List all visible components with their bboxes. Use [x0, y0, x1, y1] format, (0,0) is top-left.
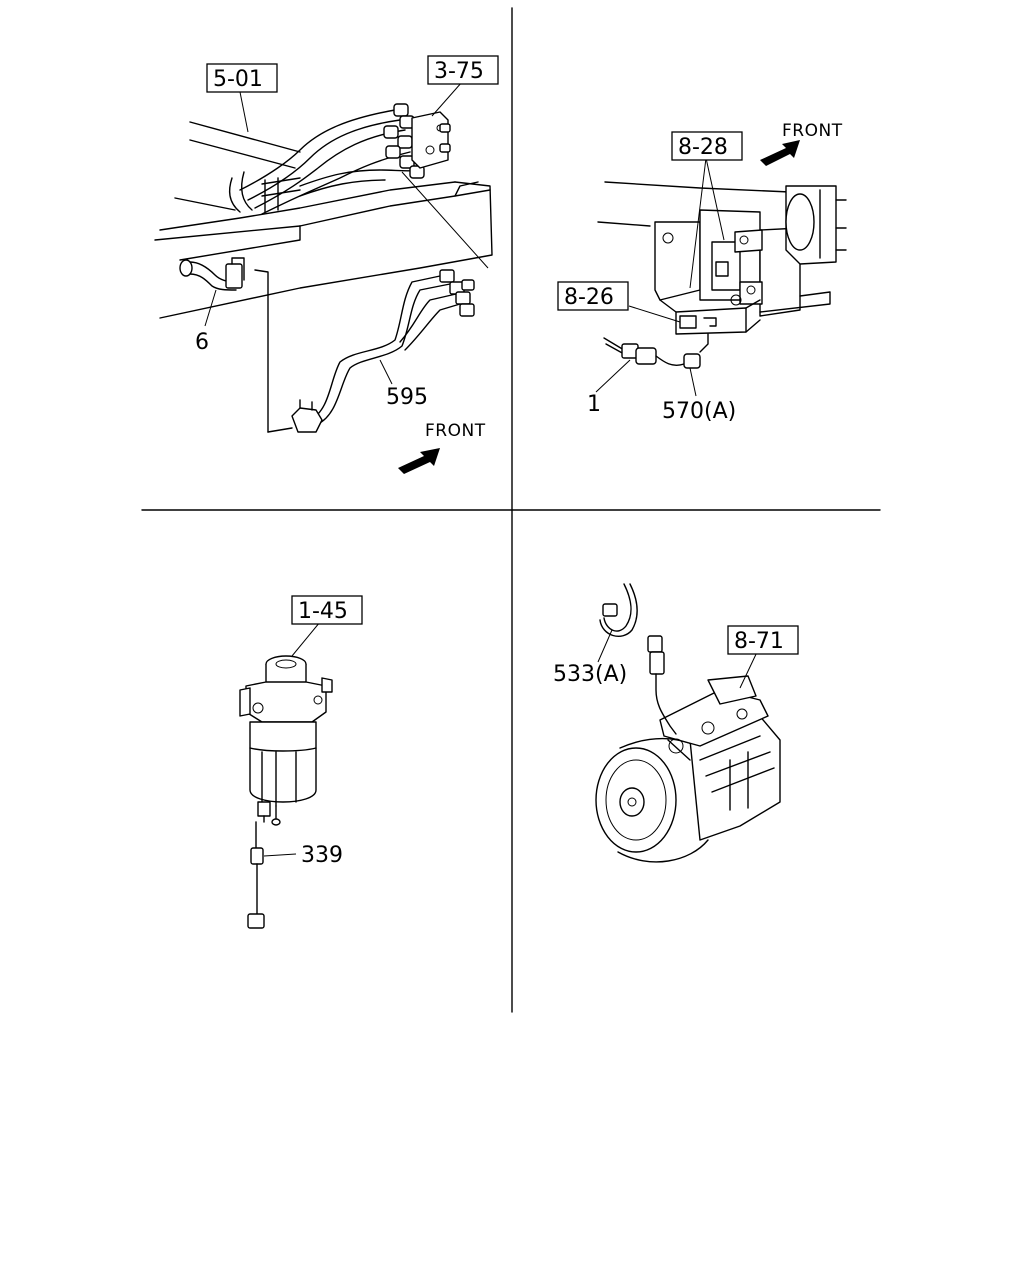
- ref-box-8-28[interactable]: 8-28: [671, 131, 743, 161]
- front-arrow-top-right: [760, 140, 800, 166]
- part-number-570a[interactable]: 570(A): [662, 399, 736, 424]
- fuel-filter-drawing: [239, 655, 333, 826]
- part-number-533a[interactable]: 533(A): [553, 662, 627, 687]
- ref-box-3-75[interactable]: 3-75: [427, 55, 499, 85]
- clip-6-drawing: [179, 257, 245, 291]
- panel-dividers: [141, 7, 881, 1013]
- ref-label-8-71: 8-71: [734, 629, 784, 654]
- clip-533a-drawing: [599, 583, 638, 638]
- panel-bottom-left: 1-45 339: [239, 595, 363, 929]
- mount-bracket-drawing: [597, 181, 847, 335]
- part-number-339[interactable]: 339: [301, 843, 343, 868]
- wiring-harness-595-drawing: [254, 269, 475, 433]
- part-number-6[interactable]: 6: [195, 330, 209, 355]
- panel-bottom-right: 8-71 533(A): [553, 583, 799, 863]
- ref-box-1-45[interactable]: 1-45: [291, 595, 363, 625]
- ref-label-1-45: 1-45: [298, 599, 348, 624]
- wiring-harness-570a-drawing: [603, 333, 709, 369]
- ref-label-3-75: 3-75: [434, 59, 484, 84]
- panel-top-left: 5-01 3-75 6 595 FRONT: [154, 55, 499, 474]
- front-label-top-left: FRONT: [425, 421, 486, 441]
- ref-box-8-71[interactable]: 8-71: [727, 625, 799, 655]
- part-number-1[interactable]: 1: [587, 392, 601, 417]
- ac-compressor-drawing: [595, 675, 781, 863]
- ref-label-8-26: 8-26: [564, 285, 614, 310]
- front-label-top-right: FRONT: [782, 121, 843, 141]
- ref-box-5-01[interactable]: 5-01: [206, 63, 278, 93]
- chassis-rail-drawing: [154, 121, 493, 319]
- panel-top-right: 8-28 8-26 1 570(A) FRONT: [557, 121, 847, 424]
- injection-pipes-drawing: [239, 103, 451, 215]
- ref-label-5-01: 5-01: [213, 67, 263, 92]
- front-arrow-top-left: [398, 448, 440, 474]
- compressor-connector-drawing: [647, 635, 677, 735]
- ref-box-8-26[interactable]: 8-26: [557, 281, 629, 311]
- ref-label-8-28: 8-28: [678, 135, 728, 160]
- wiring-harness-339-drawing: [247, 821, 265, 929]
- part-number-595[interactable]: 595: [386, 385, 428, 410]
